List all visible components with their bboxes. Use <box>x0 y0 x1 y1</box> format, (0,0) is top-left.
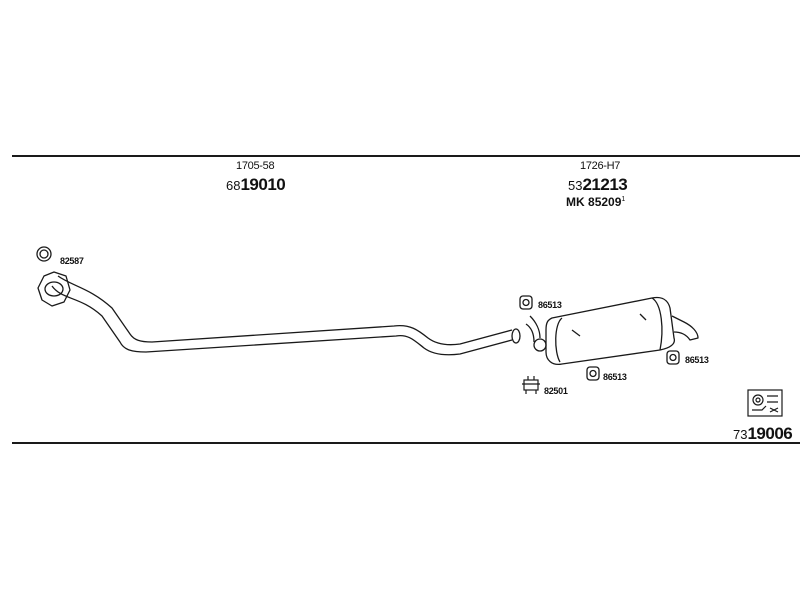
front-pipe-number: 19010 <box>240 175 286 194</box>
bottom-rule <box>12 442 800 444</box>
rear-silencer-part-number: 5321213 <box>568 175 628 195</box>
kit-part-number: 7319006 <box>733 424 793 444</box>
ring-label: 82587 <box>60 256 84 266</box>
top-rule <box>12 155 800 157</box>
mk-label: MK <box>566 195 585 209</box>
rear-silencer-code: 1726-H7 <box>580 160 621 172</box>
clamp-right-label: 86513 <box>685 355 709 365</box>
ring-icon <box>36 246 52 262</box>
mk-number: 85209 <box>588 195 622 209</box>
hanger-label: 82501 <box>544 386 568 396</box>
front-pipe <box>37 271 521 356</box>
kit-number: 19006 <box>747 424 793 443</box>
clamp-bottom-icon <box>586 366 600 381</box>
front-pipe-code: 1705-58 <box>236 160 275 172</box>
hanger-icon <box>522 376 540 394</box>
rear-silencer <box>525 296 699 366</box>
mk-superscript: 1 <box>621 196 626 203</box>
rear-silencer-prefix: 53 <box>568 178 583 193</box>
clamp-top-label: 86513 <box>538 300 562 310</box>
kit-prefix: 73 <box>733 427 748 442</box>
clamp-right-icon <box>666 350 680 365</box>
front-pipe-part-number: 6819010 <box>226 175 286 195</box>
mounting-kit-label: MK 852091 <box>566 195 625 209</box>
front-pipe-prefix: 68 <box>226 178 241 193</box>
clamp-bottom-label: 86513 <box>603 372 627 382</box>
fitting-kit-icon <box>747 389 783 417</box>
rear-silencer-number: 21213 <box>582 175 628 194</box>
clamp-top-icon <box>519 295 533 310</box>
